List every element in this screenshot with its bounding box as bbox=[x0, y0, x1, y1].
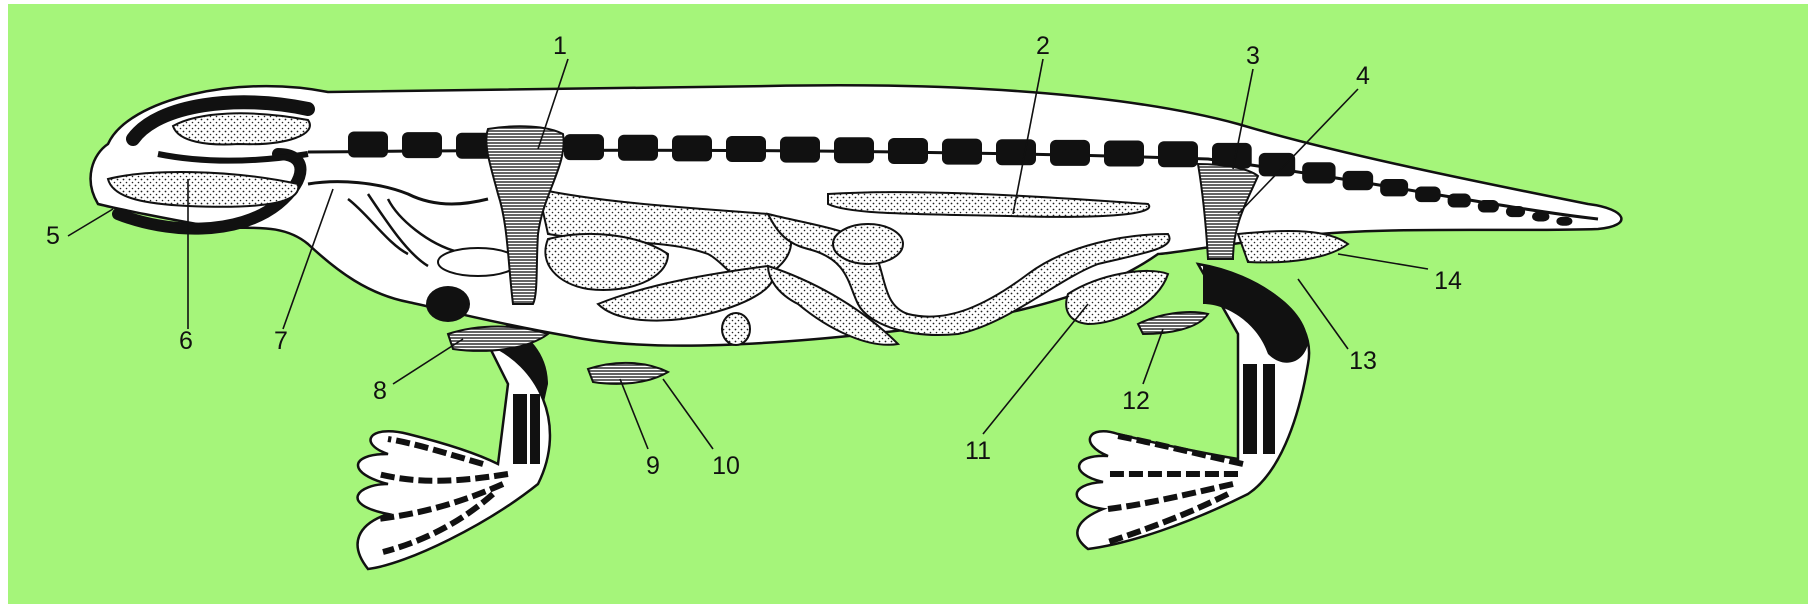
vertebra bbox=[1448, 194, 1471, 208]
label-7: 7 bbox=[274, 327, 288, 355]
gallbladder bbox=[722, 313, 750, 345]
vertebra bbox=[1532, 212, 1549, 222]
label-14: 14 bbox=[1434, 267, 1462, 295]
spleen bbox=[833, 224, 903, 264]
vertebra bbox=[942, 139, 982, 165]
vertebra bbox=[618, 135, 658, 161]
brain bbox=[173, 113, 310, 144]
label-12: 12 bbox=[1122, 387, 1150, 415]
vertebra bbox=[1158, 141, 1198, 167]
label-11: 11 bbox=[965, 437, 991, 465]
diagram-canvas: 1 2 3 4 5 6 7 8 9 10 11 12 13 14 bbox=[8, 4, 1808, 604]
vertebra bbox=[726, 136, 766, 162]
vertebra bbox=[996, 139, 1036, 165]
label-13: 13 bbox=[1349, 347, 1377, 375]
lizard-anatomy-diagram: 1 2 3 4 5 6 7 8 9 10 11 12 13 14 bbox=[8, 4, 1808, 604]
label-2: 2 bbox=[1036, 32, 1050, 60]
vertebra bbox=[1478, 200, 1499, 213]
vertebra bbox=[888, 138, 928, 164]
label-9: 9 bbox=[646, 452, 660, 480]
vertebra bbox=[1380, 179, 1408, 196]
vertebra bbox=[1506, 206, 1525, 217]
gland bbox=[426, 286, 470, 322]
label-3: 3 bbox=[1246, 42, 1260, 70]
label-8: 8 bbox=[373, 377, 387, 405]
vertebra bbox=[834, 137, 874, 163]
trachea-lobe bbox=[438, 248, 518, 276]
vertebra bbox=[1556, 217, 1572, 226]
label-6: 6 bbox=[179, 327, 193, 355]
vertebra bbox=[1104, 141, 1144, 167]
vertebra bbox=[348, 131, 388, 157]
vertebra bbox=[672, 135, 712, 161]
label-10: 10 bbox=[712, 452, 740, 480]
label-1: 1 bbox=[553, 32, 567, 60]
vertebra bbox=[1343, 171, 1374, 190]
vertebra bbox=[1415, 187, 1441, 203]
vertebra bbox=[1050, 140, 1090, 166]
label-4: 4 bbox=[1356, 62, 1370, 90]
vertebra bbox=[780, 137, 820, 163]
vertebra bbox=[1302, 162, 1335, 183]
vertebra bbox=[402, 132, 442, 158]
vertebra bbox=[564, 134, 604, 160]
label-5: 5 bbox=[46, 222, 60, 250]
